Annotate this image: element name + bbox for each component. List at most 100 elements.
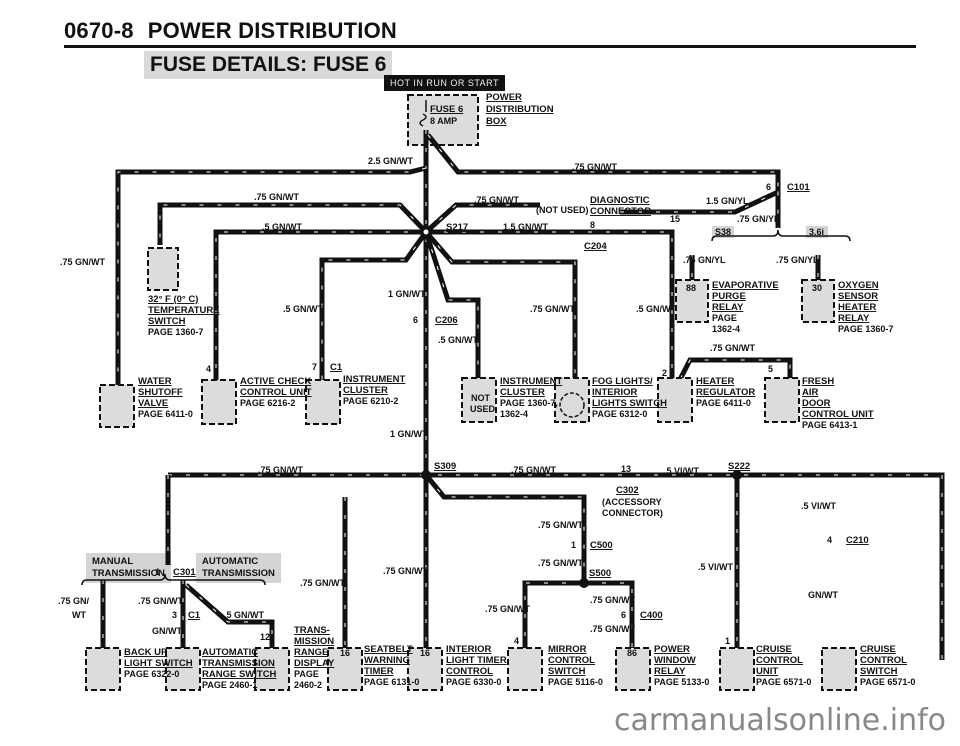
wire-label: .75 GN/WT	[474, 195, 520, 205]
wire-label: .75 GN/YL	[776, 255, 819, 265]
wire-label: .5 GN/WT	[283, 304, 324, 314]
splice-s217-label: S217	[446, 222, 468, 233]
svg-text:PAGE 6312-0: PAGE 6312-0	[592, 409, 647, 419]
variant-bracket	[711, 229, 851, 242]
wire-stripe	[117, 167, 427, 405]
svg-text:LIGHTS SWITCH: LIGHTS SWITCH	[592, 398, 667, 409]
svg-text:PURGE: PURGE	[712, 291, 746, 302]
connector-c302: C302	[616, 485, 639, 496]
variant-36i	[806, 226, 828, 238]
connector-desc: (ACCESSORY	[602, 497, 662, 507]
svg-text:WINDOW: WINDOW	[654, 655, 696, 666]
inst-cluster-b-box	[461, 377, 497, 423]
temp-switch-box	[147, 247, 179, 291]
svg-text:POWER: POWER	[654, 644, 690, 655]
section-title: POWER DISTRIBUTION	[147, 18, 397, 43]
svg-text:PAGE 1360-7: PAGE 1360-7	[148, 327, 203, 337]
svg-text:USED: USED	[470, 404, 496, 414]
seatbelt-label: 16 SEATBELT WARNING TIMER PAGE 6131-0	[340, 644, 419, 687]
watermark: carmanualsonline.info	[614, 703, 946, 738]
pin-number: 5	[768, 364, 773, 374]
wire-label: .5 GN/WT	[262, 222, 303, 232]
svg-text:TIMER: TIMER	[364, 666, 394, 677]
svg-text:TEMPERATURE: TEMPERATURE	[148, 305, 220, 316]
wire-label: .75 GN/	[58, 596, 90, 606]
wire-stripe	[425, 231, 576, 395]
svg-text:FOG LIGHTS/: FOG LIGHTS/	[592, 376, 653, 387]
svg-text:DIAGNOSTIC: DIAGNOSTIC	[590, 195, 650, 206]
temp-switch-label: 32° F (0° C) TEMPERATURE SWITCH PAGE 136…	[148, 294, 220, 337]
wire-label: .75 GN/WT	[511, 465, 557, 475]
wire-label: .75 GN/WT	[485, 604, 531, 614]
mirror-label: MIRROR CONTROL SWITCH PAGE 5116-0	[548, 644, 603, 687]
svg-text:PAGE: PAGE	[712, 313, 737, 323]
svg-text:CRUISE: CRUISE	[860, 644, 896, 655]
active-check-box	[201, 379, 237, 425]
svg-text:RELAY: RELAY	[654, 666, 686, 677]
svg-text:PAGE 5133-0: PAGE 5133-0	[654, 677, 709, 687]
diagram-subtitle: FUSE DETAILS: FUSE 6	[144, 51, 393, 79]
fresh-air-box	[764, 377, 800, 423]
mirror-box	[507, 647, 543, 691]
wire-label: .5 GN/WT	[224, 610, 265, 620]
box-label: POWER	[486, 92, 522, 103]
water-valve-label: WATER SHUTOFF VALVE PAGE 6411-0	[138, 376, 193, 419]
wire-label: .5 VI/WT	[664, 466, 700, 476]
splice-s500-label: S500	[589, 568, 611, 579]
page-header: 0670-8 POWER DISTRIBUTION	[64, 18, 397, 44]
wire-label: .5 GN/WT	[438, 335, 479, 345]
svg-text:TRANSMISSION: TRANSMISSION	[202, 658, 275, 669]
svg-text:PAGE 6330-0: PAGE 6330-0	[446, 677, 501, 687]
pin-number: 6	[413, 315, 418, 325]
svg-text:CONNECTOR: CONNECTOR	[590, 206, 651, 217]
box-label: BOX	[486, 116, 507, 127]
wire-label: .75 GN/WT	[383, 566, 429, 576]
int-light-label: 16 INTERIOR LIGHT TIMER CONTROL PAGE 633…	[420, 644, 507, 687]
heater-reg-label: HEATER REGULATOR PAGE 6411-0	[696, 376, 755, 408]
svg-text:ACTIVE CHECK: ACTIVE CHECK	[240, 376, 311, 387]
wire-label: GN/WT	[808, 590, 838, 600]
wire-label: 1 GN/WT	[388, 289, 426, 299]
wire-label: 1.5 GN/WT	[503, 222, 549, 232]
cruise-unit-box	[719, 647, 755, 691]
svg-text:AIR: AIR	[802, 387, 819, 398]
svg-text:PAGE 6571-0: PAGE 6571-0	[860, 677, 915, 687]
svg-text:CONTROL: CONTROL	[860, 655, 907, 666]
svg-text:CLUSTER: CLUSTER	[500, 387, 545, 398]
fresh-air-label: FRESH AIR DOOR CONTROL UNIT PAGE 6413-1	[802, 376, 874, 430]
diagnostic-label: DIAGNOSTIC CONNECTOR	[590, 195, 651, 217]
svg-text:PAGE 6413-1: PAGE 6413-1	[802, 420, 857, 430]
page-number: 0670-8	[64, 18, 134, 43]
wires	[100, 130, 945, 660]
pin-number: 6	[766, 182, 771, 192]
svg-text:DISPLAY: DISPLAY	[294, 658, 335, 669]
transmission-bracket	[81, 573, 266, 586]
wire-label: .75 GN/WT	[300, 578, 346, 588]
svg-text:PAGE 6322-0: PAGE 6322-0	[124, 669, 179, 679]
wire-label: .75 GN/WT	[538, 558, 584, 568]
svg-text:RANGE: RANGE	[294, 647, 328, 658]
wire-label: 1.5 GN/YL	[706, 196, 749, 206]
svg-text:PAGE 6216-2: PAGE 6216-2	[240, 398, 295, 408]
connector-c101: C101	[787, 182, 810, 193]
header-rule	[64, 45, 916, 48]
inst-cluster-b-label: NOT USED INSTRUMENT CLUSTER PAGE 1360-7,…	[470, 376, 562, 419]
svg-text:HEATER: HEATER	[838, 302, 876, 313]
wire-stripe	[425, 474, 585, 583]
oxygen-relay-label: 30 OXYGEN SENSOR HEATER RELAY PAGE 1360-…	[812, 280, 893, 334]
pin-number: 7	[312, 362, 317, 372]
svg-text:INTERIOR: INTERIOR	[446, 644, 492, 655]
power-window-label: 86 POWER WINDOW RELAY PAGE 5133-0	[627, 644, 709, 687]
fuse-icon	[419, 100, 427, 127]
trans-display-label: TRANS- MISSION RANGE DISPLAY PAGE 2460-2	[294, 625, 335, 690]
svg-text:PAGE 6210-2: PAGE 6210-2	[343, 396, 398, 406]
pin-number: 4	[206, 364, 211, 374]
pin-number: 1	[571, 540, 576, 550]
wire-label: .75 GN/WT	[590, 624, 636, 634]
active-check-label: ACTIVE CHECK CONTROL UNIT PAGE 6216-2	[240, 376, 312, 408]
pin-number: 6	[621, 610, 626, 620]
svg-text:HEATER: HEATER	[696, 376, 734, 387]
pin-number: 15	[670, 214, 680, 224]
